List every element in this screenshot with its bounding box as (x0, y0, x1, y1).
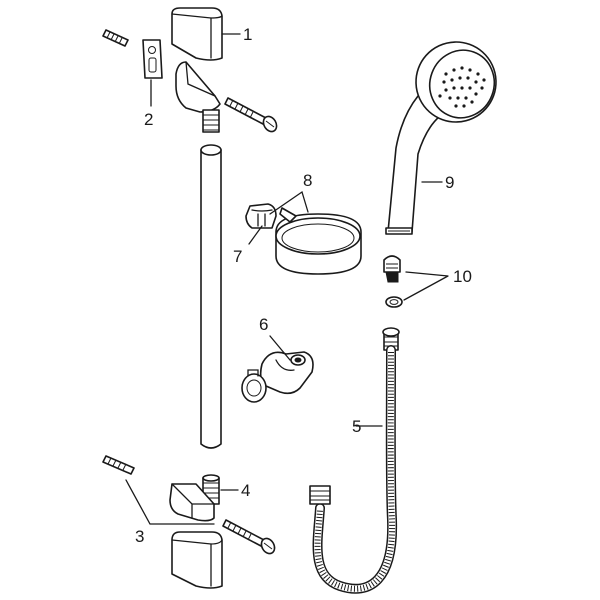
callout-10: 10 (453, 267, 472, 286)
part-1-top-cover (171, 7, 223, 61)
callout-5: 5 (352, 417, 361, 436)
leader-lines (125, 33, 449, 525)
part-3-wall-plug-top (102, 29, 129, 47)
part-10-flow-limiter (383, 255, 403, 308)
part-6-slider (241, 351, 314, 403)
part-7-clip (245, 203, 277, 229)
callout-1: 1 (243, 25, 252, 44)
callout-3: 3 (135, 527, 144, 546)
callout-4: 4 (241, 481, 250, 500)
callout-labels: 1 2 3 4 5 6 7 8 9 10 (135, 25, 472, 546)
callout-2: 2 (144, 110, 153, 129)
callout-6: 6 (259, 315, 268, 334)
screw-bottom (222, 519, 276, 555)
part-5-shower-hose (309, 327, 400, 594)
part-3-wall-plug-bottom (102, 455, 135, 475)
callout-7: 7 (233, 247, 242, 266)
slide-rail (200, 144, 222, 449)
screw-top (224, 97, 278, 133)
spray-nozzles (438, 66, 486, 108)
part-3-bottom-cover (171, 531, 223, 589)
part-4-lower-holder (169, 474, 220, 522)
part-8-ring-holder (275, 207, 362, 275)
callout-8: 8 (303, 171, 312, 190)
part-2-mounting-plate (142, 39, 163, 79)
part-9-hand-shower (385, 41, 497, 235)
upper-rail-holder (175, 61, 221, 133)
callout-9: 9 (445, 173, 454, 192)
